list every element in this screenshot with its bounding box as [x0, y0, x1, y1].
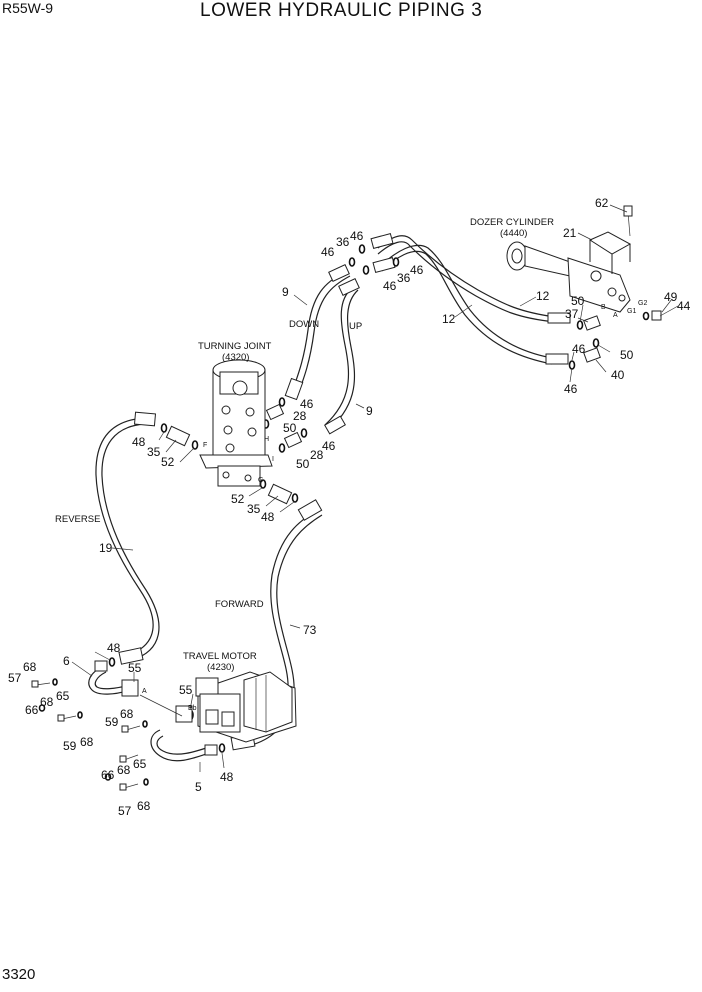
callout-49: 49 — [664, 290, 678, 304]
bolts-and-washers — [31, 678, 149, 791]
callout-9-down: 9 — [282, 285, 289, 299]
callout-37: 37 — [565, 307, 579, 321]
callout-48-bottom: 48 — [220, 770, 234, 784]
turning-joint-label: TURNING JOINT — [198, 341, 272, 352]
page-title: LOWER HYDRAULIC PIPING 3 — [200, 0, 483, 21]
port-a-label: A — [613, 312, 618, 319]
callout-48-lower: 48 — [261, 510, 275, 524]
callout-48-motor: 48 — [107, 641, 121, 655]
turning-joint-code: (4320) — [222, 352, 249, 363]
callout-35-left: 35 — [147, 445, 161, 459]
travel-motor-label: TRAVEL MOTOR — [183, 651, 257, 662]
callout-40: 40 — [611, 368, 625, 382]
callout-55-left: 55 — [128, 661, 142, 675]
callout-48-left: 48 — [132, 435, 146, 449]
callout-57-a: 57 — [8, 671, 22, 685]
hose-12-lower — [381, 244, 553, 365]
callout-35-lower: 35 — [247, 502, 261, 516]
callout-65-a: 65 — [56, 689, 70, 703]
callout-36-top-2: 36 — [397, 271, 411, 285]
reverse-label: REVERSE — [55, 514, 100, 525]
callout-66-b: 66 — [101, 768, 115, 782]
callout-68-f: 68 — [137, 799, 151, 813]
forward-label: FORWARD — [215, 599, 264, 610]
turning-joint — [199, 359, 273, 487]
port-g-label: G — [258, 477, 263, 484]
callout-36-top-1: 36 — [336, 235, 350, 249]
callout-12-lower: 12 — [442, 312, 456, 326]
callout-65-b: 65 — [133, 757, 147, 771]
port-g2-label: G2 — [638, 300, 647, 307]
callout-62: 62 — [595, 196, 609, 210]
loose-parts — [108, 244, 662, 753]
down-label: DOWN — [289, 319, 319, 330]
callout-6: 6 — [63, 654, 70, 668]
callout-68-d: 68 — [80, 735, 94, 749]
port-b-label: B — [601, 304, 606, 311]
callout-50-dozer-upper: 50 — [571, 294, 585, 308]
callout-19: 19 — [99, 541, 113, 555]
port-g1-label: G1 — [627, 308, 636, 315]
hose-9-down — [291, 271, 351, 395]
up-label: UP — [349, 321, 362, 332]
callout-12-upper: 12 — [536, 289, 550, 303]
callout-68-b: 68 — [40, 695, 54, 709]
callout-21: 21 — [563, 226, 577, 240]
page-number: 3320 — [2, 966, 36, 983]
callout-50-dozer-lower: 50 — [620, 348, 634, 362]
dozer-cylinder-label: DOZER CYLINDER — [470, 217, 554, 228]
part-callouts: 62 21 49 44 12 12 50 37 50 46 40 46 46 3… — [8, 196, 691, 818]
callout-44: 44 — [677, 299, 691, 313]
hose-9-up — [324, 287, 359, 429]
component-labels: DOZER CYLINDER (4440) TURNING JOINT (432… — [55, 217, 554, 673]
port-labels: A B G1 G2 F H I G A Bb — [142, 300, 647, 712]
callout-46-mid-2: 46 — [322, 439, 336, 453]
callout-46-top-4: 46 — [383, 279, 397, 293]
callout-5: 5 — [195, 780, 202, 794]
dozer-cylinder — [506, 205, 633, 313]
port-h-label: H — [264, 436, 269, 443]
pipe-6 — [88, 666, 131, 695]
hose-fittings — [94, 232, 571, 756]
callout-46-top-1: 46 — [350, 229, 364, 243]
callout-57-b: 57 — [118, 804, 132, 818]
callout-68-c: 68 — [120, 707, 134, 721]
leader-lines — [71, 204, 679, 772]
dozer-cylinder-code: (4440) — [500, 228, 527, 239]
callout-28-mid-1: 28 — [293, 409, 307, 423]
flanges — [121, 679, 193, 723]
callout-46-top-2: 46 — [321, 245, 335, 259]
port-a-motor-label: A — [142, 688, 147, 695]
callout-46-top-3: 46 — [410, 263, 424, 277]
port-bb-label: Bb — [188, 705, 197, 712]
model-code: R55W-9 — [2, 0, 54, 16]
callout-46-dozer-lower: 46 — [564, 382, 578, 396]
callout-50-mid-1: 50 — [283, 421, 297, 435]
callout-28-mid-2: 28 — [310, 448, 324, 462]
port-i-label: I — [272, 456, 274, 463]
callout-73: 73 — [303, 623, 317, 637]
hose-19-reverse — [95, 417, 160, 661]
callout-9-up: 9 — [366, 404, 373, 418]
callout-46-mid-1: 46 — [300, 397, 314, 411]
callout-46-dozer: 46 — [572, 342, 586, 356]
travel-motor-code: (4230) — [207, 662, 234, 673]
callout-52-left: 52 — [161, 455, 175, 469]
hose-12-upper — [377, 235, 556, 323]
callout-50-mid-2: 50 — [296, 457, 310, 471]
callout-68-e: 68 — [117, 763, 131, 777]
travel-motor — [195, 671, 297, 743]
callout-52-lower: 52 — [231, 492, 245, 506]
port-f-label: F — [203, 442, 207, 449]
pipe-5 — [150, 729, 213, 762]
callout-66-a: 66 — [25, 703, 39, 717]
callout-59-b: 59 — [63, 739, 77, 753]
callout-59-a: 59 — [105, 715, 119, 729]
callout-55-right: 55 — [179, 683, 193, 697]
callout-68-a: 68 — [23, 660, 37, 674]
